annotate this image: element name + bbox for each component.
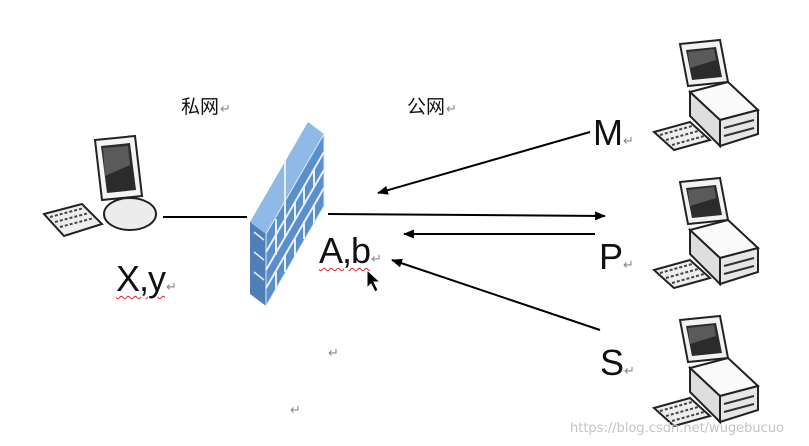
arrow-firewall-to-p: [328, 214, 605, 216]
host-p-label: P↵: [599, 236, 633, 278]
public-net-label: 公网↵: [407, 92, 457, 119]
firewall-icon: [250, 122, 324, 306]
inside-address-label: X,y↵: [116, 258, 176, 300]
watermark-url: https://blog.csdn.net/wugebucuo: [570, 421, 784, 436]
mouse-cursor-icon: [367, 270, 380, 292]
arrow-m-to-firewall: [378, 132, 590, 193]
private-computer-icon: [44, 136, 156, 236]
host-m-label: M↵: [593, 112, 633, 154]
host-m-computer-icon: [654, 40, 758, 150]
empty-paragraph-mark: ↵: [328, 346, 339, 361]
private-net-label: 私网↵: [181, 92, 231, 119]
host-s-computer-icon: [654, 316, 758, 426]
host-p-computer-icon: [654, 178, 758, 288]
arrow-s-to-firewall: [392, 260, 600, 330]
empty-paragraph-mark: ↵: [290, 403, 301, 418]
host-s-label: S↵: [600, 342, 634, 384]
outside-address-label: A,b↵: [319, 230, 381, 272]
